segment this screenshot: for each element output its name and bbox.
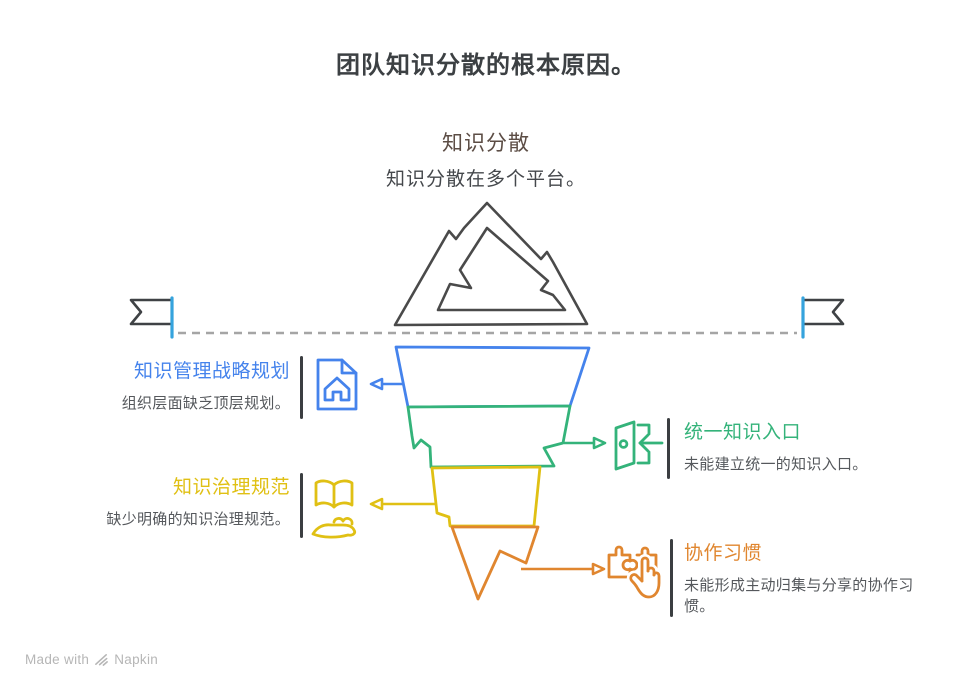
cause-governance-description: 缺少明确的知识治理规范。 <box>106 510 290 528</box>
divider <box>667 418 670 479</box>
funnel-layer-governance <box>430 465 542 528</box>
divider <box>670 539 673 617</box>
cause-entry-title: 统一知识入口 <box>684 422 802 443</box>
funnel-layer-entry <box>406 404 572 469</box>
arrow-entry <box>564 436 607 450</box>
document-home-icon <box>314 358 360 417</box>
book-hand-icon <box>310 477 358 548</box>
footer-brand: Napkin <box>114 652 159 667</box>
arrow-strategy <box>369 377 403 391</box>
summit-heading: 知识分散 <box>442 132 530 155</box>
divider <box>300 356 303 419</box>
cause-governance: 知识治理规范 缺少明确的知识治理规范。 <box>40 477 290 530</box>
door-entry-icon <box>609 419 665 476</box>
cause-habits: 协作习惯 未能形成主动归集与分享的协作习惯。 <box>684 543 924 617</box>
cause-strategy: 知识管理战略规划 组织层面缺乏顶层规划。 <box>40 361 290 414</box>
cause-habits-description: 未能形成主动归集与分享的协作习惯。 <box>684 576 914 615</box>
funnel-layer-strategy <box>394 345 591 409</box>
footer-prefix: Made with <box>25 652 90 667</box>
right-flag-icon <box>801 296 845 339</box>
puzzle-hand-icon <box>606 541 664 608</box>
mountain-icon <box>393 201 589 327</box>
left-flag-icon <box>129 296 174 339</box>
page-title: 团队知识分散的根本原因。 <box>336 52 636 79</box>
cause-strategy-title: 知识管理战略规划 <box>133 361 290 382</box>
cause-entry-description: 未能建立统一的知识入口。 <box>684 455 868 473</box>
napkin-logo-icon <box>95 654 109 666</box>
cause-entry: 统一知识入口 未能建立统一的知识入口。 <box>684 422 924 475</box>
cause-habits-title: 协作习惯 <box>684 543 763 564</box>
arrow-governance <box>369 497 436 511</box>
funnel-layer-habits <box>450 525 540 601</box>
summit-subheading: 知识分散在多个平台。 <box>385 169 586 190</box>
made-with-napkin: Made with Napkin <box>25 652 158 667</box>
arrow-habits <box>521 562 606 576</box>
cause-governance-title: 知识治理规范 <box>172 477 290 498</box>
divider <box>300 473 303 538</box>
cause-strategy-description: 组织层面缺乏顶层规划。 <box>121 394 290 412</box>
